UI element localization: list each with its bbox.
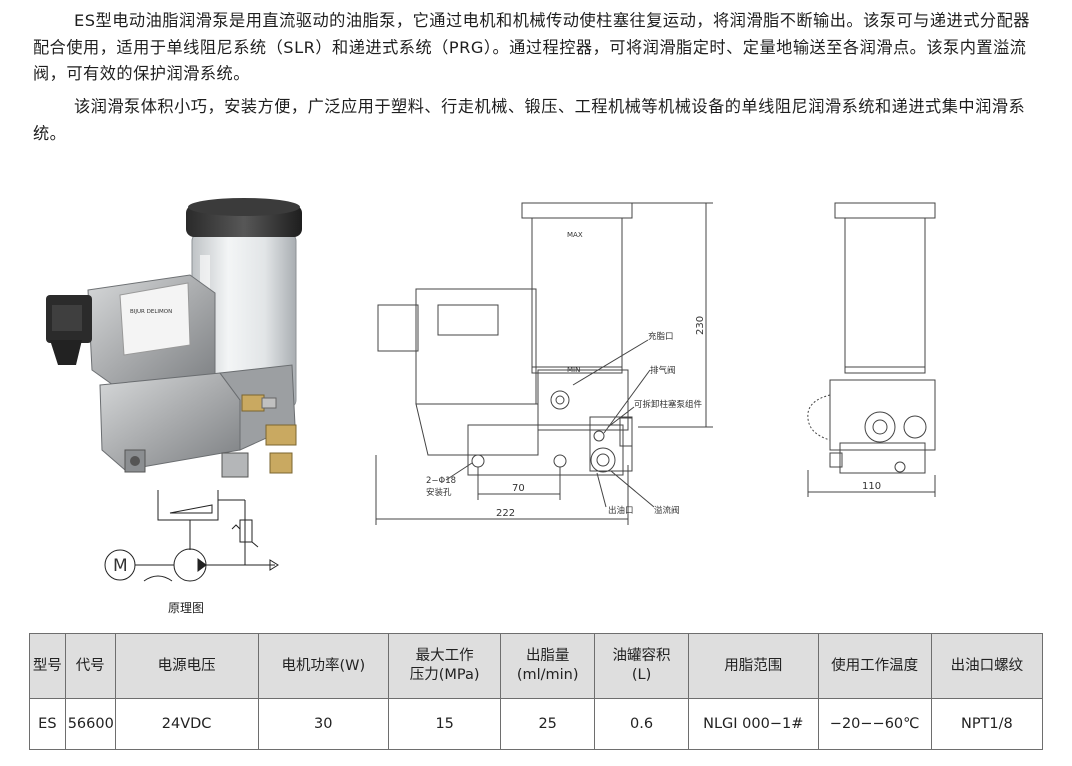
label-relief-valve: 溢流阀: [654, 505, 680, 516]
schematic-caption: 原理图: [168, 601, 205, 615]
cell-tank-volume: 0.6: [594, 698, 689, 750]
header-model: 型号: [29, 633, 66, 699]
side-dim-width: 110: [862, 481, 881, 492]
intro-paragraph-2: 该润滑泵体积小巧，安装方便，广泛应用于塑料、行走机械、锻压、工程机械等机械设备的…: [33, 97, 1026, 143]
photo-brand-text: BIJUR DELIMON: [130, 309, 172, 315]
header-max-pressure: 最大工作压力(MPa): [388, 633, 502, 699]
header-grease-range: 用脂范围: [687, 633, 819, 699]
cell-motor-power: 30: [257, 698, 390, 750]
cell-operating-temp: −20−−60℃: [817, 698, 932, 750]
dim-width: 222: [496, 508, 515, 519]
header-outlet-thread: 出油口螺纹: [930, 633, 1044, 699]
cell-outlet-thread: NPT1/8: [930, 698, 1044, 750]
label-min: MIN: [567, 366, 580, 374]
pump-product-photo: BIJUR DELIMON: [46, 198, 302, 478]
label-holes-spec: 2−Φ18: [426, 476, 456, 486]
motor-symbol: M: [113, 556, 128, 576]
header-operating-temp: 使用工作温度: [817, 633, 932, 699]
front-view-drawing: MAX MIN 充脂口 排气阀 可拆卸柱塞泵组件 2−Φ18 安装孔 出油口 溢…: [375, 202, 713, 525]
label-outlet: 出油口: [608, 505, 634, 516]
header-tank-volume: 油罐容积(L): [594, 633, 689, 699]
label-holes-name: 安装孔: [426, 487, 452, 498]
cell-grease-range: NLGI 000−1#: [687, 698, 819, 750]
label-vent-valve: 排气阀: [650, 365, 676, 376]
intro-paragraph-1: ES型电动油脂润滑泵是用直流驱动的油脂泵，它通过电机和机械传动使柱塞往复运动，将…: [33, 11, 1030, 83]
header-code: 代号: [64, 633, 116, 699]
spec-table-header-row: 型号 代号 电源电压 电机功率(W) 最大工作压力(MPa) 出脂量(ml/mi…: [29, 633, 1044, 699]
label-max: MAX: [567, 231, 583, 239]
table-row: ES 56600 24VDC 30 15 25 0.6 NLGI 000−1# …: [29, 698, 1044, 750]
label-fill-port: 充脂口: [648, 331, 674, 342]
dim-height: 230: [695, 316, 706, 335]
cell-code: 56600: [64, 698, 116, 750]
cell-supply-voltage: 24VDC: [114, 698, 259, 750]
side-view-drawing: 110: [807, 202, 936, 497]
hydraulic-schematic: M: [104, 490, 279, 582]
cell-output: 25: [500, 698, 596, 750]
cell-max-pressure: 15: [388, 698, 502, 750]
spec-table: 型号 代号 电源电压 电机功率(W) 最大工作压力(MPa) 出脂量(ml/mi…: [29, 633, 1044, 750]
label-removable-piston: 可拆卸柱塞泵组件: [634, 399, 703, 410]
dim-hole-spacing: 70: [512, 483, 525, 494]
header-supply-voltage: 电源电压: [114, 633, 259, 699]
header-output: 出脂量(ml/min): [500, 633, 596, 699]
header-motor-power: 电机功率(W): [257, 633, 390, 699]
cell-model: ES: [29, 698, 66, 750]
